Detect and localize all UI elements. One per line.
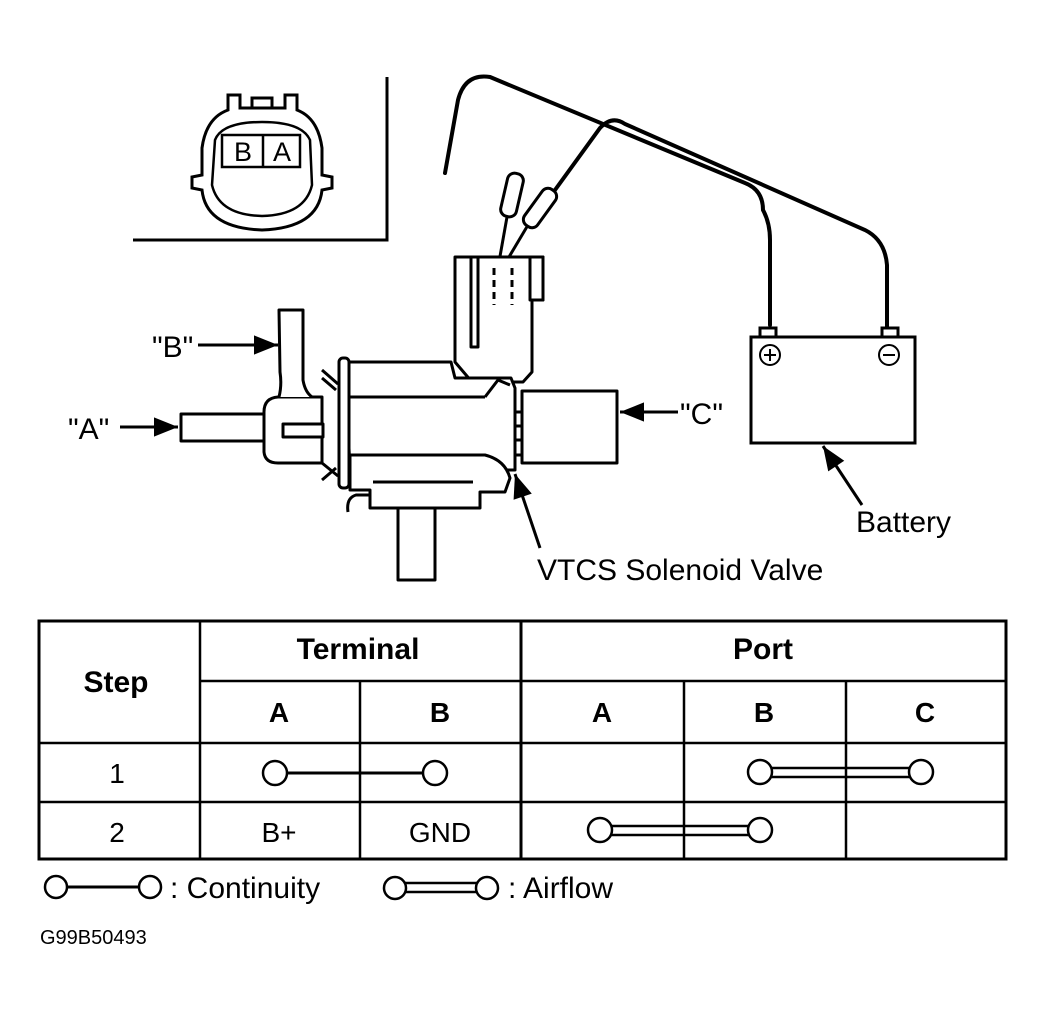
header-step: Step (83, 666, 148, 699)
callout-arrows (120, 335, 864, 549)
airflow-symbol-row2 (586, 816, 774, 844)
connector-latch (250, 96, 274, 110)
arrow-valve (513, 473, 542, 549)
port-a-tube (179, 412, 266, 443)
probe-tips (497, 171, 559, 263)
header-port-b: B (754, 697, 774, 728)
legend-airflow-symbol (382, 875, 500, 901)
row-2-terminal-a: B+ (261, 817, 296, 848)
header-terminal: Terminal (297, 633, 420, 666)
continuity-symbol-row1 (261, 759, 449, 787)
header-port-a: A (592, 697, 612, 728)
label-port-b: "B" (152, 331, 193, 364)
header-terminal-b: B (430, 697, 450, 728)
legend-airflow-label: : Airflow (508, 872, 613, 905)
label-battery: Battery (856, 506, 951, 539)
connector-terminal-b: B (234, 137, 252, 167)
connector-inner-outline (210, 120, 314, 218)
legend-continuity-symbol (43, 874, 163, 900)
row-1-step: 1 (109, 758, 125, 789)
valve-flange (337, 356, 351, 490)
header-terminal-a: A (269, 697, 289, 728)
row-2-step: 2 (109, 817, 125, 848)
connector-terminal-a: A (273, 137, 291, 167)
connector-inset (133, 77, 389, 242)
terminal-box (220, 133, 302, 169)
port-c-tube (520, 389, 619, 465)
connector-outline-icon (190, 93, 334, 232)
positive-lead (443, 74, 772, 327)
battery-post-positive (758, 326, 778, 339)
solenoid-valve-icon (179, 255, 619, 582)
header-port: Port (733, 633, 793, 666)
battery-icon (749, 326, 917, 445)
label-port-a: "A" (68, 413, 109, 446)
valve-bottom-outlet (396, 506, 437, 582)
test-table (37, 619, 1008, 861)
port-b-tube (277, 308, 313, 399)
airflow-symbol-row1 (746, 758, 935, 786)
test-leads (443, 74, 889, 332)
battery-post-negative (880, 326, 900, 339)
figure-id: G99B50493 (40, 927, 147, 949)
inset-frame (133, 77, 389, 242)
row-2-terminal-b: GND (409, 817, 471, 848)
probe-tip-negative (521, 186, 559, 230)
probe-tip-positive (499, 171, 525, 219)
label-valve: VTCS Solenoid Valve (537, 554, 823, 587)
negative-lead (553, 118, 889, 332)
arrow-battery (821, 445, 864, 506)
label-port-c: "C" (680, 398, 723, 431)
legend-continuity-label: : Continuity (170, 872, 320, 905)
header-port-c: C (915, 697, 935, 728)
